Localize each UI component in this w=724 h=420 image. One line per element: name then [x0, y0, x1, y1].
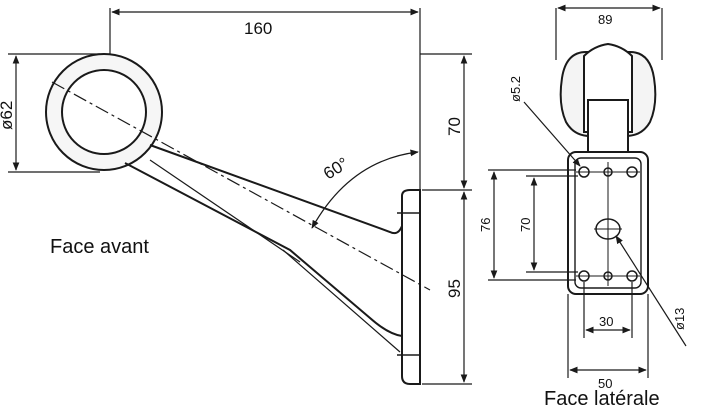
front-view: [8, 8, 472, 385]
label-diameter: ø62: [0, 101, 16, 130]
side-view: [488, 4, 687, 378]
arm-lower-edge: [124, 162, 403, 337]
label-30: 30: [599, 314, 613, 329]
base-plate-inner: [574, 157, 642, 289]
caption-side-view: Face latérale: [544, 388, 660, 410]
hole-centre-marks: [576, 162, 640, 286]
label-50: 50: [598, 376, 612, 391]
label-160: 160: [244, 19, 272, 38]
label-95: 95: [445, 279, 464, 298]
label-13: ø13: [672, 308, 687, 330]
arm-rib-line: [149, 159, 301, 263]
label-89: 89: [598, 12, 612, 27]
arm-upper-edge: [149, 144, 403, 235]
label-76: 76: [478, 218, 493, 232]
centre-line: [51, 81, 431, 291]
lamp-inner-ring: [61, 69, 147, 155]
angle-arc: [311, 149, 419, 229]
label-angle: 60°: [320, 154, 352, 184]
leader-13: [615, 235, 687, 347]
caption-front-view: Face avant: [50, 236, 149, 258]
leader-5-2: [523, 101, 581, 167]
label-70: 70: [445, 117, 464, 136]
side-dimension-labels: 89 ø5.2 76 70 ø13 30 50: [478, 12, 687, 391]
arm-rib-line-lower: [282, 249, 401, 353]
lamp-neck: [587, 99, 629, 153]
label-5-2: ø5.2: [508, 76, 523, 102]
label-70-side: 70: [518, 218, 533, 232]
